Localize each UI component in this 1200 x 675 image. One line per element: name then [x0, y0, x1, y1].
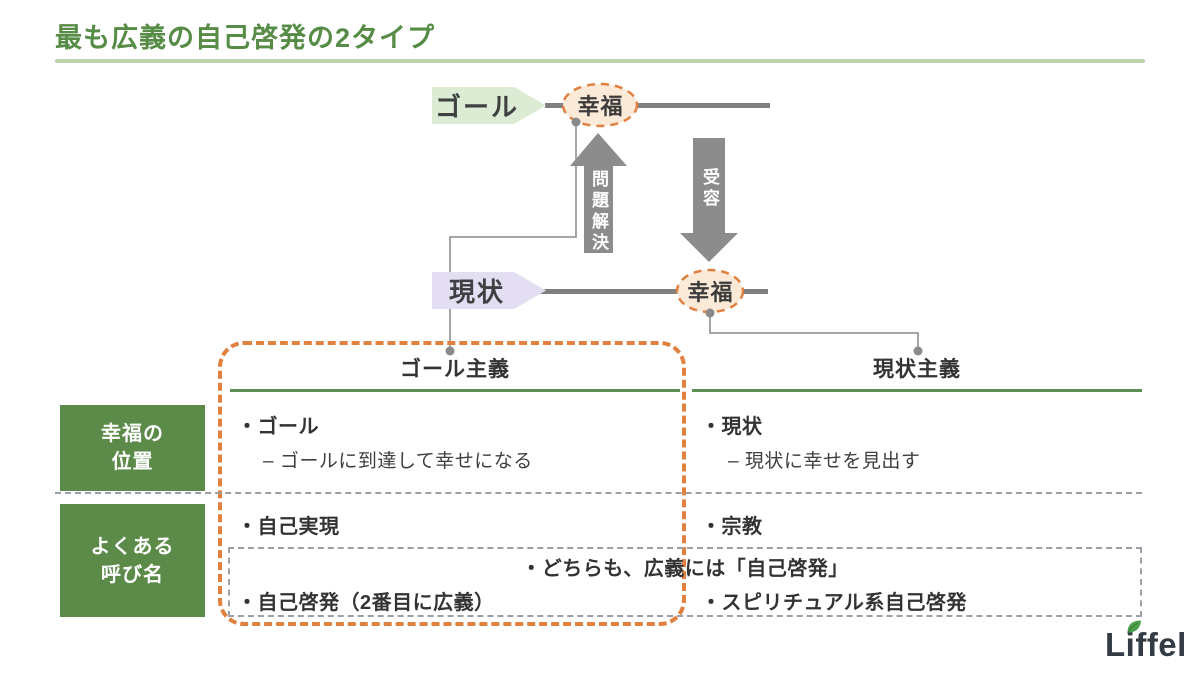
down-arrow-label: 受容	[700, 168, 719, 210]
logo-text: Liffel	[1105, 626, 1187, 663]
row-header-line: 幸福の	[101, 423, 164, 445]
goal-name-item2: ・自己啓発（2番目に広義）	[237, 592, 495, 614]
connector-dots	[445, 117, 923, 356]
current-position-item: ・現状	[701, 416, 763, 438]
goal-label-text: ゴール	[434, 92, 519, 122]
goal-pentagon-label: ゴール	[432, 87, 546, 124]
goal-column-header: ゴール主義	[230, 353, 680, 392]
current-column-header: 現状主義	[692, 353, 1142, 392]
shared-note-text: ・どちらも、広義には「自己啓発」	[521, 558, 849, 580]
connector-goal-line	[449, 122, 577, 350]
page-title: 最も広義の自己啓発の2タイプ	[55, 23, 436, 53]
bottom-happiness-label: 幸福	[687, 280, 734, 305]
leaf-icon	[1127, 620, 1141, 634]
top-happiness-label: 幸福	[577, 94, 624, 119]
goal-column-highlight-frame	[218, 341, 686, 626]
liffel-logo: Liffel	[1105, 620, 1187, 664]
goal-position-item: ・ゴール	[237, 416, 319, 438]
row-separator-dashed-line	[55, 492, 1142, 494]
current-name-item: ・宗教	[701, 516, 763, 538]
row-header-line: 呼び名	[101, 563, 164, 586]
current-name-item2: ・スピリチュアル系自己啓発	[701, 592, 967, 614]
current-pentagon-label: 現状	[432, 272, 546, 309]
goal-name-item: ・自己実現	[237, 516, 340, 538]
title-underline	[55, 59, 1145, 63]
row-header-common-names: よくある 呼び名	[60, 504, 205, 617]
up-arrow-label: 問題解決	[589, 170, 608, 254]
row-header-line: よくある	[90, 535, 175, 558]
shared-note-box	[228, 547, 1142, 617]
row-header-line: 位置	[111, 451, 154, 473]
current-label-text: 現状	[448, 277, 505, 307]
row-header-happiness-position: 幸福の 位置	[60, 405, 205, 491]
goal-position-sub: – ゴールに到達して幸せになる	[263, 451, 533, 472]
connector-current-line	[709, 312, 919, 350]
current-position-sub: – 現状に幸せを見出す	[728, 451, 921, 472]
